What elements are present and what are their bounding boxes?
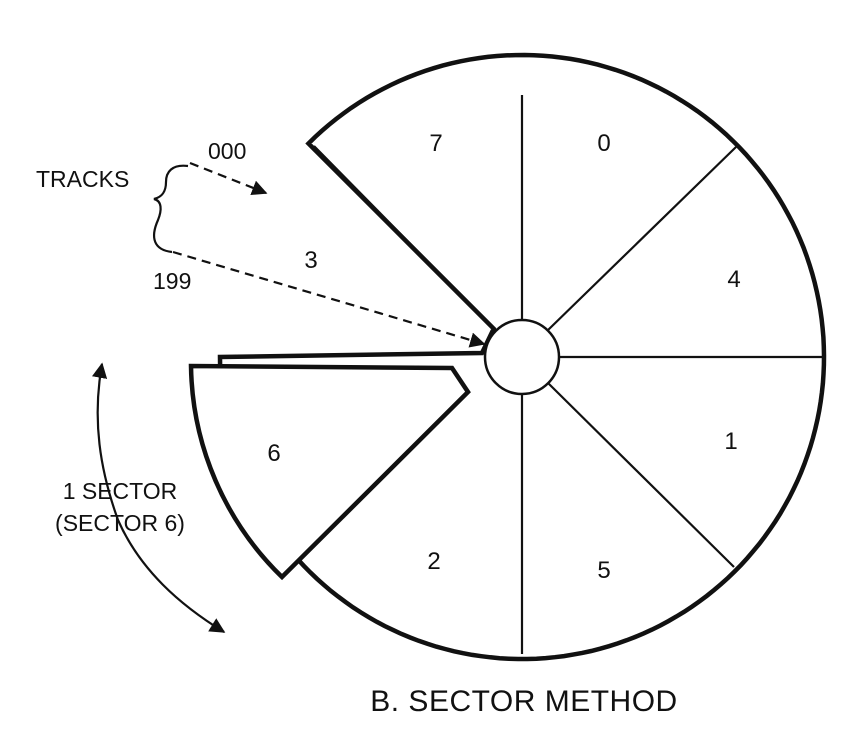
divider-line xyxy=(546,146,737,332)
sector-label: 1 xyxy=(724,428,737,455)
tracks-annotation: TRACKS 000 199 xyxy=(36,138,486,348)
sector-dividers xyxy=(313,95,825,654)
sector-label: 4 xyxy=(727,266,740,293)
disk-hub xyxy=(483,318,561,396)
tracks-brace xyxy=(153,164,189,254)
sector-labels: 7 0 4 1 5 2 3 6 xyxy=(267,130,740,584)
tracks-label: TRACKS xyxy=(36,166,129,192)
sector-label: 2 xyxy=(427,548,440,575)
sector-label: 7 xyxy=(429,130,442,157)
figure-caption: B. SECTOR METHOD xyxy=(370,685,677,718)
sector-annotation: 1 SECTOR (SECTOR 6) xyxy=(55,362,226,633)
inner-track-arrow xyxy=(172,250,486,348)
sector-annotation-line1: 1 SECTOR xyxy=(63,478,178,504)
sector-label: 3 xyxy=(304,247,317,274)
outer-track-label: 000 xyxy=(208,138,246,164)
sector-label: 5 xyxy=(597,557,610,584)
inner-track-label: 199 xyxy=(153,268,191,294)
sector-annotation-line2: (SECTOR 6) xyxy=(55,510,185,536)
divider-line xyxy=(313,145,497,332)
sector-span-arrow xyxy=(91,362,226,633)
outer-track-arrow xyxy=(189,161,268,196)
removed-sector-label: 6 xyxy=(267,440,280,467)
divider-line xyxy=(547,382,735,568)
sector-label: 0 xyxy=(597,130,610,157)
